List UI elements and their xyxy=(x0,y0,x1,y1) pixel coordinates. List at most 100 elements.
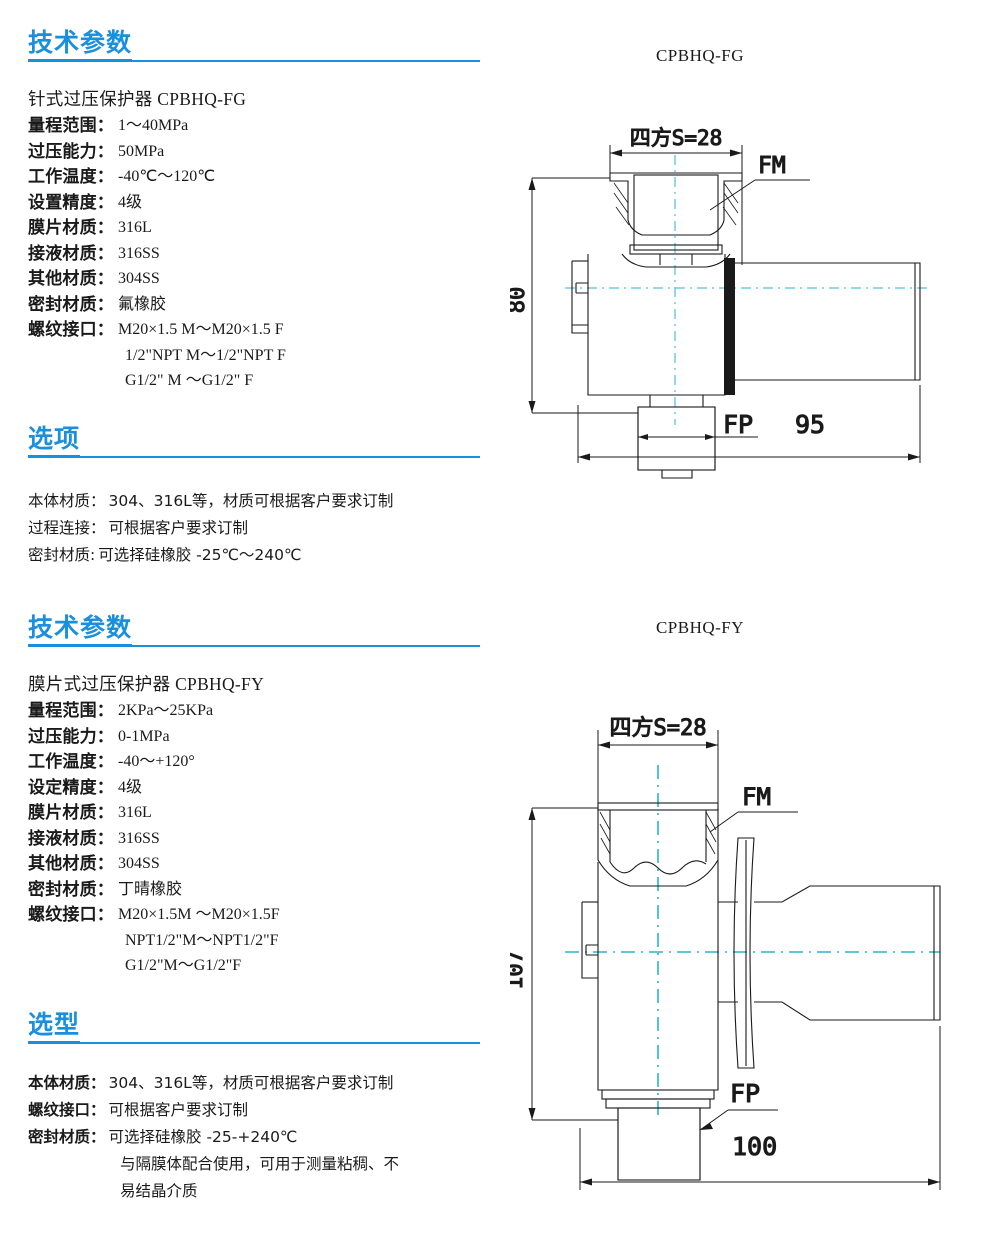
option-continuation: 与隔膜体配合使用，可用于测量粘稠、不 xyxy=(120,1155,400,1173)
spec-row: 工作温度： -40～+120° xyxy=(28,749,280,775)
spec-label: 量程范围： xyxy=(28,701,114,720)
spec-value: 50MPa xyxy=(118,142,165,160)
heading-rule xyxy=(28,60,480,62)
option-continuation: 易结晶介质 xyxy=(120,1182,198,1200)
section-title-options2: 选型 xyxy=(28,1010,81,1044)
spec-row: 接液材质： 316SS xyxy=(28,241,286,267)
process-connection xyxy=(617,1108,701,1181)
options-list-2: 本体材质： 304、316L等，材质可根据客户要求订制 螺纹接口： 可根据客户要… xyxy=(28,1070,399,1205)
callout-fp-label: FP xyxy=(723,410,753,439)
option-label: 密封材质： xyxy=(28,1128,106,1146)
spec-label: 设置精度： xyxy=(28,192,114,212)
spec-label: 过压能力： xyxy=(28,141,114,161)
process-connection xyxy=(637,395,716,471)
top-collar xyxy=(597,808,719,887)
left-lug xyxy=(581,902,598,979)
spec-label: 膜片材质： xyxy=(28,218,114,237)
option-row: 过程连接： 可根据客户要求订制 xyxy=(28,515,393,542)
callout-fp-label: FP xyxy=(730,1079,760,1108)
thread-option-line: NPT1/2"M～NPT1/2"F xyxy=(125,931,279,949)
option-row: 螺纹接口： 可根据客户要求订制 xyxy=(28,1097,399,1124)
height-dim-label: 107 xyxy=(510,950,528,990)
heading-rule xyxy=(28,1042,480,1044)
spec-list-tech2: 膜片式过压保护器 CPBHQ-FY 量程范围： 2KPa～25KPa 过压能力：… xyxy=(28,671,280,979)
drawing-title-fy: CPBHQ-FY xyxy=(655,618,745,637)
spec-label: 其他材质： xyxy=(28,854,114,873)
flange-band xyxy=(724,258,735,395)
thread-option-line: G1/2" M ～G1/2" F xyxy=(125,372,254,389)
option-label: 密封材质: xyxy=(28,546,96,564)
spec-row: 膜片材质： 316L xyxy=(28,215,286,241)
option-value: 可选择硅橡胶 -25-+240℃ xyxy=(108,1128,298,1146)
section-heading-tech2: 技术参数 xyxy=(28,613,480,647)
bonnet-skirt xyxy=(621,253,731,268)
spec-value: 304SS xyxy=(118,270,160,287)
height-dim-label: 80 xyxy=(510,287,530,314)
spec-value: 1～40MPa xyxy=(118,117,189,134)
spec-value: 316SS xyxy=(118,829,160,847)
spec-value: M20×1.5 M～M20×1.5 F xyxy=(118,321,284,338)
option-label: 本体材质： xyxy=(28,1074,106,1092)
leader-fm xyxy=(709,811,739,833)
width-dim-label: 95 xyxy=(795,410,825,439)
spec-value: 2KPa～25KPa xyxy=(118,702,214,719)
square-head xyxy=(633,174,719,251)
spec-row: 工作温度： -40℃～120℃ xyxy=(28,164,286,190)
spec-value: -40～+120° xyxy=(118,753,195,770)
section-heading-options1: 选项 xyxy=(28,424,480,458)
leader-fp xyxy=(699,1109,729,1131)
spec-label: 其他材质： xyxy=(28,269,114,288)
spec-value: 0-1MPa xyxy=(118,727,170,745)
section-title-tech1: 技术参数 xyxy=(28,28,133,62)
square-dim-label: 四方S=28 xyxy=(630,126,723,150)
spec-row: 密封材质： 丁晴橡胶 xyxy=(28,877,280,903)
option-value: 304、316L等，材质可根据客户要求订制 xyxy=(108,1074,394,1092)
spec-row: 螺纹接口： M20×1.5 M～M20×1.5 F xyxy=(28,317,286,343)
spec-value: 316L xyxy=(118,804,152,821)
spec-row: 过压能力： 0-1MPa xyxy=(28,724,280,750)
spec-label: 过压能力： xyxy=(28,726,114,746)
options-list-1: 本体材质： 304、316L等，材质可根据客户要求订制 过程连接： 可根据客户要… xyxy=(28,488,393,569)
spec-label: 接液材质： xyxy=(28,828,114,848)
spec-label: 密封材质： xyxy=(28,294,114,314)
spec-label: 膜片材质： xyxy=(28,803,114,822)
horizontal-shaft xyxy=(754,885,941,1021)
bonnet-outline xyxy=(609,172,743,236)
spec-row: 密封材质： 氟橡胶 xyxy=(28,292,286,318)
spec-label: 密封材质： xyxy=(28,879,114,899)
option-label: 螺纹接口： xyxy=(28,1101,106,1119)
option-row: 本体材质： 304、316L等，材质可根据客户要求订制 xyxy=(28,488,393,515)
spec-value: 304SS xyxy=(118,855,160,872)
spec-row: 量程范围： 1～40MPa xyxy=(28,113,286,139)
head-base xyxy=(629,244,723,255)
spec-label: 螺纹接口： xyxy=(28,905,114,924)
spec-row: 接液材质： 316SS xyxy=(28,826,280,852)
technical-drawing-fy: 四方S=28 FM 107 FP xyxy=(510,715,941,1190)
option-label: 本体材质： xyxy=(28,492,106,510)
option-label: 过程连接： xyxy=(28,519,106,537)
diaphragm-wave xyxy=(609,860,707,875)
thread-option-line: 1/2"NPT M～1/2"NPT F xyxy=(125,346,286,364)
option-row: 密封材质: 可选择硅橡胶 -25℃～240℃ xyxy=(28,542,393,569)
width-dim-label: 100 xyxy=(732,1132,777,1161)
product-name-fy: 膜片式过压保护器 CPBHQ-FY xyxy=(28,674,265,694)
connection-tip xyxy=(661,470,693,479)
spec-value: 316L xyxy=(118,219,152,236)
section-title-options1: 选项 xyxy=(28,424,81,458)
option-row: 密封材质： 可选择硅橡胶 -25-+240℃ xyxy=(28,1124,399,1151)
leader-fm xyxy=(709,179,756,211)
body-block xyxy=(587,254,726,396)
product-name-fg: 针式过压保护器 CPBHQ-FG xyxy=(28,89,247,109)
spec-value: M20×1.5M ～M20×1.5F xyxy=(118,906,280,923)
spec-row: 螺纹接口： M20×1.5M ～M20×1.5F xyxy=(28,902,280,928)
spec-label: 工作温度： xyxy=(28,752,114,771)
heading-rule xyxy=(28,456,480,458)
spec-row: 其他材质： 304SS xyxy=(28,266,286,292)
spec-value: -40℃～120℃ xyxy=(118,168,216,185)
option-row: 本体材质： 304、316L等，材质可根据客户要求订制 xyxy=(28,1070,399,1097)
square-dim-label: 四方S=28 xyxy=(610,716,707,741)
option-value: 可根据客户要求订制 xyxy=(108,1101,249,1119)
left-column: 技术参数 针式过压保护器 CPBHQ-FG 量程范围： 1～40MPa 过压能力… xyxy=(28,28,480,1205)
option-value: 可根据客户要求订制 xyxy=(108,519,249,537)
